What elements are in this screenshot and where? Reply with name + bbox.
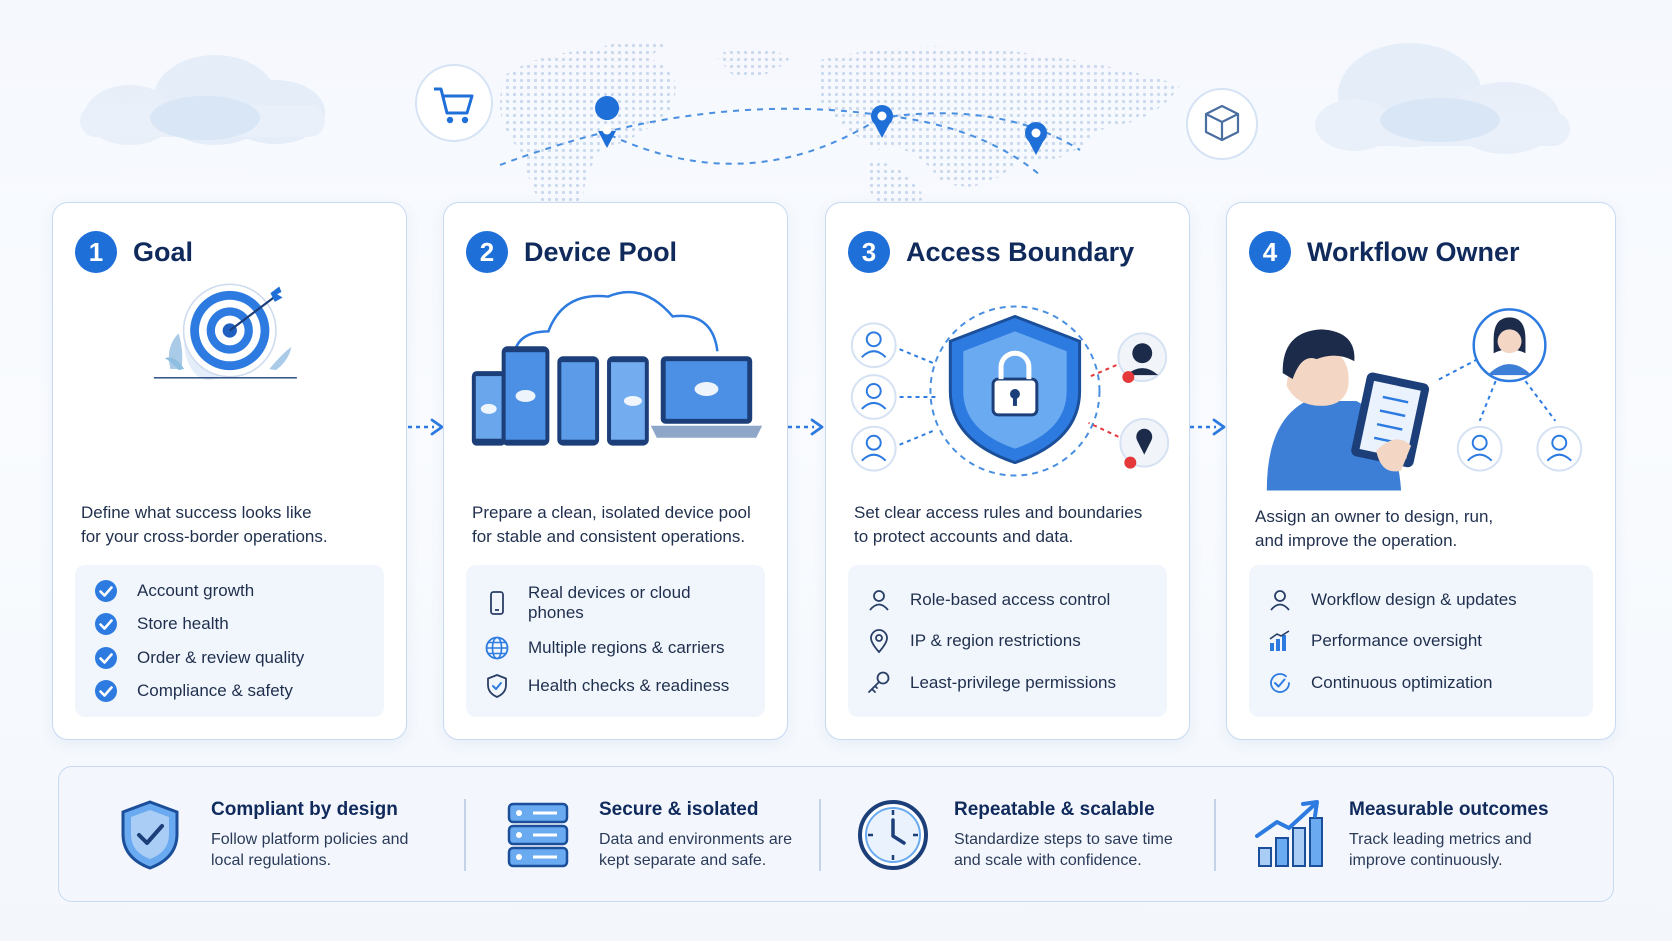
feature-list: Workflow design & updates Performance ov… (1249, 565, 1593, 717)
phone-icon (490, 591, 504, 615)
benefit-description: Data and environments are kept separate … (599, 831, 792, 869)
list-item: Store health (93, 611, 366, 637)
list-item: Real devices or cloud phones (484, 583, 747, 623)
benefit-title: Compliant by design (211, 799, 398, 820)
list-item: IP & region restrictions (866, 628, 1149, 654)
shopping-cart-icon (415, 64, 493, 142)
step-title: Goal (133, 236, 194, 267)
benefit-description: Follow platform policies and local regul… (211, 831, 409, 869)
key-icon (868, 671, 890, 693)
flow-arrow-icon (408, 418, 444, 436)
cloud-left-icon (80, 55, 325, 145)
check-circle-icon (95, 613, 117, 636)
feature-list: Real devices or cloud phones Multiple re… (466, 565, 765, 717)
user-icon (850, 322, 897, 369)
list-item: Multiple regions & carriers (484, 635, 747, 661)
globe-icon (485, 636, 509, 660)
server-icon (507, 802, 569, 868)
bar-chart-icon (1269, 630, 1290, 651)
benefit-title: Measurable outcomes (1349, 799, 1549, 820)
step-title: Workflow Owner (1307, 236, 1520, 267)
step-title: Device Pool (524, 236, 678, 267)
check-circle-icon (95, 646, 117, 669)
target-illustration (153, 283, 297, 380)
step-description: Set clear access rules and boundaries to… (854, 503, 1143, 546)
step-description: Define what success looks like for your … (81, 503, 328, 546)
divider (1214, 799, 1216, 871)
step-card-access-boundary: 3 Access Boundary (825, 202, 1190, 740)
list-item: Account growth (93, 578, 366, 604)
feature-list: Role-based access control IP & region re… (848, 565, 1167, 717)
benefit-title: Secure & isolated (599, 799, 759, 820)
feature-list: Account growth Store health Order & revi… (75, 565, 384, 717)
step-description: Assign an owner to design, run, and impr… (1255, 507, 1494, 550)
user-icon (850, 374, 897, 420)
flow-arrow-icon (1190, 418, 1226, 436)
list-item: Health checks & readiness (484, 673, 747, 699)
benefit-measurable: Measurable outcomes Track leading metric… (1249, 767, 1549, 903)
blocked-location-icon (1119, 417, 1170, 469)
list-item: Compliance & safety (93, 678, 366, 704)
benefit-description: Track leading metrics and improve contin… (1349, 831, 1532, 869)
benefits-bar: Compliant by design Follow platform poli… (58, 766, 1614, 902)
divider (464, 799, 466, 871)
clock-icon (858, 800, 928, 870)
map-pin-icon (595, 96, 620, 148)
divider (819, 799, 821, 871)
benefit-title: Repeatable & scalable (954, 799, 1155, 820)
benefit-description: Standardize steps to save time and scale… (954, 831, 1173, 869)
list-item: Workflow design & updates (1267, 587, 1575, 613)
package-icon (1186, 88, 1258, 160)
devices-illustration (471, 290, 763, 446)
owner-illustration (1266, 308, 1583, 491)
cloud-right-icon (1315, 43, 1570, 154)
benefit-secure: Secure & isolated Data and environments … (499, 767, 792, 903)
check-circle-icon (95, 679, 117, 702)
list-item: Continuous optimization (1267, 670, 1575, 696)
shield-check-icon (487, 674, 507, 698)
list-item: Performance oversight (1267, 628, 1575, 654)
shield-lock-illustration (850, 305, 1170, 477)
step-description: Prepare a clean, isolated device pool fo… (472, 503, 751, 546)
step-card-goal: 1 Goal Define what success looks like fo… (52, 202, 407, 740)
benefit-compliant: Compliant by design Follow platform poli… (111, 767, 408, 903)
step-card-workflow-owner: 4 Workflow Owner (1226, 202, 1616, 740)
intruder-icon (1117, 332, 1168, 384)
flow-arrow-icon (788, 418, 824, 436)
user-icon (1456, 425, 1503, 472)
step-number-badge: 3 (848, 231, 890, 273)
manager-avatar-icon (1472, 308, 1547, 383)
user-icon (1536, 425, 1583, 472)
user-icon (1270, 589, 1290, 611)
map-pin-icon (1025, 122, 1047, 155)
growth-chart-icon (1255, 800, 1323, 867)
step-number-badge: 1 (75, 231, 117, 273)
user-icon (850, 425, 897, 472)
check-circle-icon (95, 580, 117, 603)
benefit-repeatable: Repeatable & scalable Standardize steps … (854, 767, 1173, 903)
list-item: Role-based access control (866, 587, 1149, 613)
list-item: Order & review quality (93, 645, 366, 671)
step-card-device-pool: 2 Device Pool Prepare a clean, isolated … (443, 202, 788, 740)
step-number-badge: 2 (466, 231, 508, 273)
check-cycle-icon (1270, 672, 1290, 693)
shield-check-icon (121, 800, 179, 870)
list-item: Least-privilege permissions (866, 670, 1149, 696)
user-icon (869, 589, 889, 611)
step-title: Access Boundary (906, 236, 1135, 267)
map-pin-icon (871, 105, 893, 138)
step-number-badge: 4 (1249, 231, 1291, 273)
location-pin-icon (870, 629, 888, 654)
